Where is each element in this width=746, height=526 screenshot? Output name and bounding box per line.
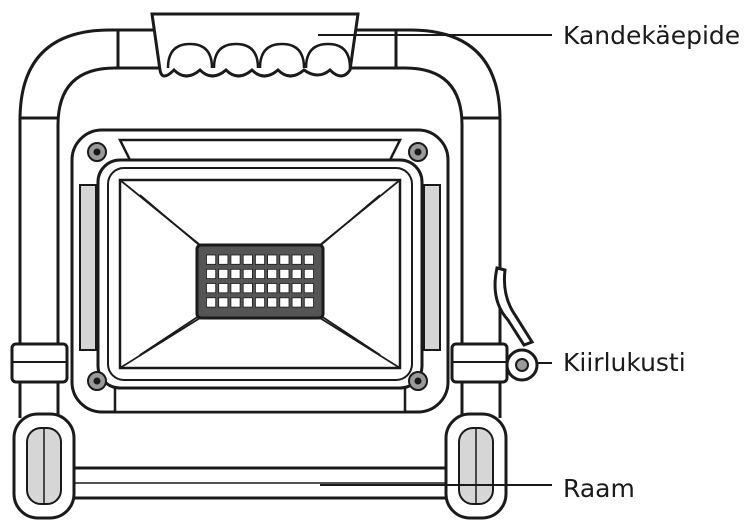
led-chip — [206, 254, 217, 265]
reflector-facets — [119, 179, 401, 369]
lamp-housing — [70, 128, 450, 414]
led-chip — [291, 268, 302, 279]
led-module — [195, 243, 325, 320]
led-chip — [303, 254, 314, 265]
led-chip — [218, 254, 229, 265]
base-leg-left — [18, 382, 60, 418]
led-chip — [267, 254, 278, 265]
base-leg-right — [460, 382, 502, 418]
led-chip — [267, 297, 278, 308]
led-chip — [279, 283, 290, 294]
led-chip — [303, 297, 314, 308]
led-chip — [291, 297, 302, 308]
led-chip — [254, 254, 265, 265]
led-chip — [230, 254, 241, 265]
led-chip — [242, 254, 253, 265]
led-chip — [230, 297, 241, 308]
led-chip — [303, 283, 314, 294]
label-carry-handle: Kandekäepide — [563, 21, 741, 50]
label-frame: Raam — [563, 474, 635, 503]
callout-leaders — [318, 34, 552, 486]
led-chip — [242, 297, 253, 308]
led-chip — [291, 283, 302, 294]
led-chip — [230, 283, 241, 294]
quick-lock — [493, 266, 539, 382]
quick-lock-lever — [493, 266, 535, 347]
led-chip — [267, 268, 278, 279]
led-array — [206, 254, 314, 308]
led-chip — [218, 268, 229, 279]
led-chip — [230, 268, 241, 279]
led-chip — [279, 297, 290, 308]
led-chip — [206, 268, 217, 279]
led-chip — [218, 297, 229, 308]
led-chip — [218, 283, 229, 294]
led-chip — [242, 268, 253, 279]
label-quick-lock: Kiirlukusti — [563, 348, 686, 377]
led-chip — [279, 268, 290, 279]
led-chip — [279, 254, 290, 265]
led-chip — [206, 297, 217, 308]
led-chip — [242, 283, 253, 294]
led-chip — [206, 283, 217, 294]
housing-fin-right — [423, 184, 441, 351]
base-frame — [12, 382, 508, 520]
led-chip — [291, 254, 302, 265]
led-chip — [254, 297, 265, 308]
carry-handle — [116, 12, 398, 78]
handle-finger-grooves — [166, 42, 352, 69]
led-chip — [254, 268, 265, 279]
housing-fin-left — [79, 184, 97, 351]
led-chip — [303, 268, 314, 279]
led-chip — [267, 283, 278, 294]
led-chip — [254, 283, 265, 294]
